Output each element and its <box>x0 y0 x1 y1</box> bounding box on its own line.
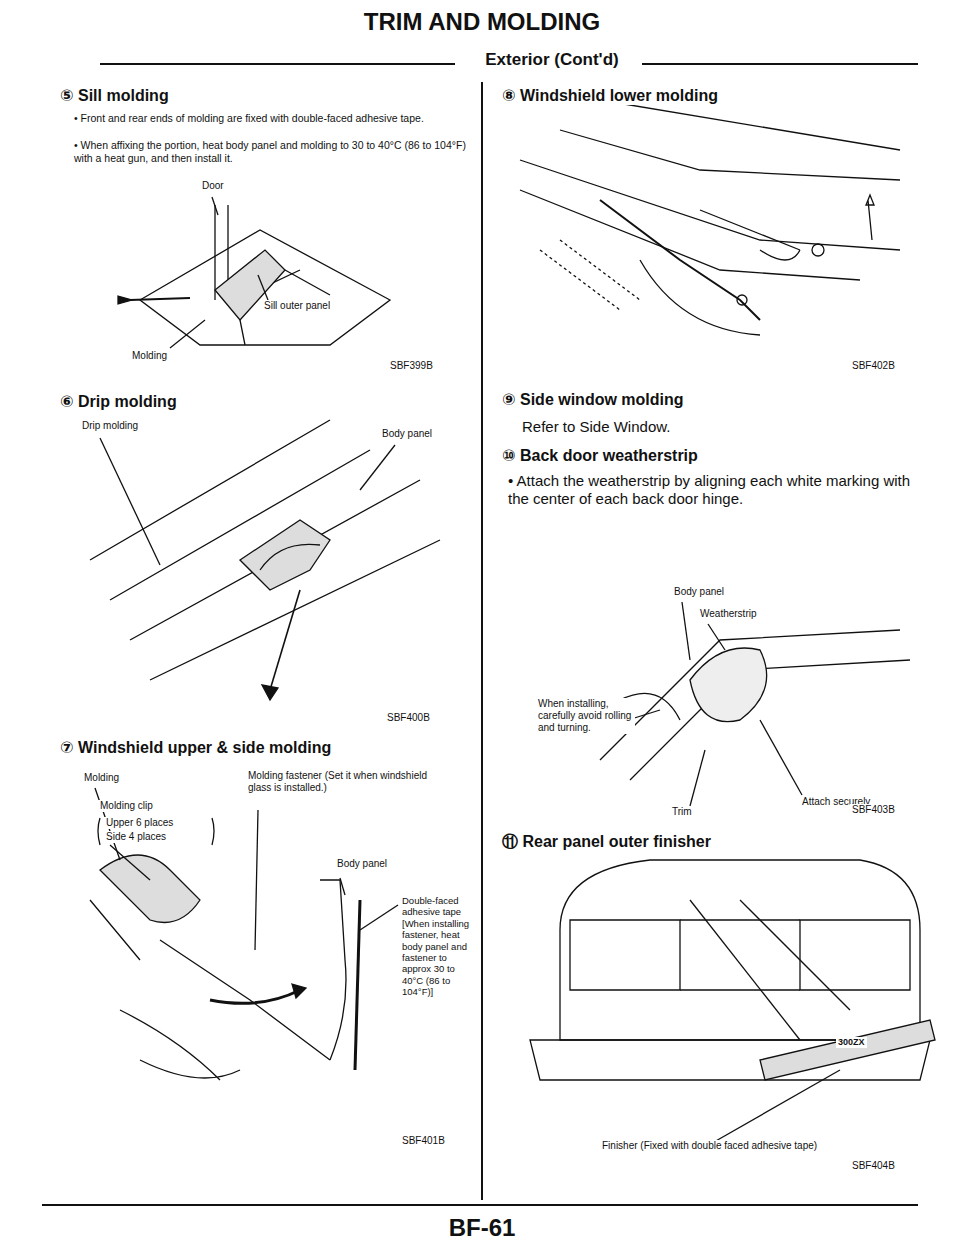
part-label: Body panel <box>380 428 434 440</box>
windshield-molding-figure <box>90 788 398 1080</box>
weatherstrip-figure <box>600 602 910 806</box>
part-label: Molding clip <box>98 800 155 812</box>
part-label: Body panel <box>335 858 389 870</box>
section-heading: ⑤ Sill molding <box>58 86 462 105</box>
part-label: Door <box>200 180 226 192</box>
part-label: Drip molding <box>80 420 140 432</box>
part-label: Finisher (Fixed with double faced adhesi… <box>600 1140 824 1152</box>
rear-finisher-figure <box>530 860 935 1150</box>
part-label: • Front and rear ends of molding are fix… <box>72 112 476 125</box>
section-heading: ⑩ Back door weatherstrip <box>500 446 924 465</box>
figure-code: SBF400B <box>385 712 432 724</box>
section-heading: Exterior (Cont'd) <box>462 50 642 70</box>
sill-molding-figure <box>118 197 390 348</box>
part-label: Side 4 places <box>104 831 168 843</box>
part-label: When installing, carefully avoid rolling… <box>536 698 635 734</box>
section-heading: ⑥ Drip molding <box>58 392 462 411</box>
section-heading: 300ZX <box>836 1037 867 1048</box>
figure-code: SBF401B <box>400 1135 447 1147</box>
part-label: Double-faced adhesive tape [When install… <box>400 895 479 998</box>
page-title: TRIM AND MOLDING <box>280 8 684 37</box>
figure-code: SBF399B <box>388 360 435 372</box>
part-label: Molding fastener (Set it when windshield… <box>246 770 430 794</box>
part-label: Sill outer panel <box>262 300 332 312</box>
section-heading: ⑧ Windshield lower molding <box>500 86 924 105</box>
figure-code: SBF403B <box>850 804 897 816</box>
section-heading: BF-61 <box>420 1214 544 1243</box>
part-label: Upper 6 places <box>104 817 175 829</box>
part-label: Trim <box>670 806 694 818</box>
part-label: Body panel <box>672 586 726 598</box>
drip-molding-figure <box>90 420 440 700</box>
part-label: • Attach the weatherstrip by aligning ea… <box>506 472 930 508</box>
windshield-lower-figure <box>520 100 900 335</box>
figure-code: SBF404B <box>850 1160 897 1172</box>
section-heading: ⑪ Rear panel outer finisher <box>500 832 924 851</box>
section-heading: ⑨ Side window molding <box>500 390 924 409</box>
part-label: Molding <box>82 772 121 784</box>
part-label: • When affixing the portion, heat body p… <box>72 139 476 164</box>
part-label: Weatherstrip <box>698 608 759 620</box>
part-label: Refer to Side Window. <box>520 418 924 436</box>
figure-code: SBF402B <box>850 360 897 372</box>
section-heading: ⑦ Windshield upper & side molding <box>58 738 472 757</box>
part-label: Molding <box>130 350 169 362</box>
